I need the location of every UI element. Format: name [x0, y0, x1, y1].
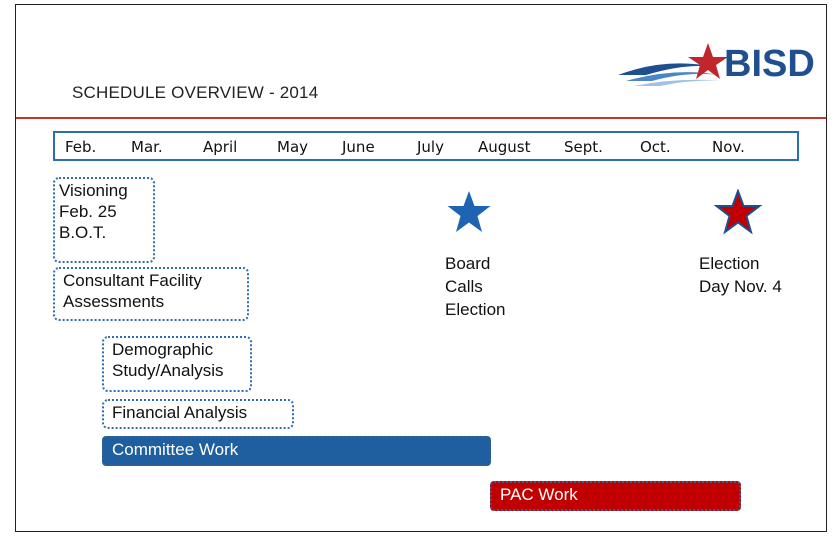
committee-work-bar: Committee Work [102, 436, 491, 466]
board-line: Election [445, 300, 506, 319]
board-line: Calls [445, 277, 483, 296]
month-label: Oct. [640, 138, 671, 156]
election-day-milestone: Election Day Nov. 4 [699, 188, 782, 298]
logo-text: BISD [724, 43, 815, 85]
consultant-assessment-box: Consultant Facility Assessments [53, 267, 249, 321]
financial-analysis-box: Financial Analysis [102, 399, 294, 429]
pac-work-bar: PAC Work [490, 481, 741, 511]
page-title: SCHEDULE OVERVIEW - 2014 [72, 83, 319, 102]
bisd-logo: BISD [616, 31, 816, 87]
visioning-box: Visioning Feb. 25 B.O.T. [53, 177, 155, 263]
month-label: Mar. [131, 138, 163, 156]
demographic-study-box: Demographic Study/Analysis [102, 336, 252, 392]
month-label: Sept. [564, 138, 603, 156]
visioning-line: Visioning [59, 181, 128, 200]
election-line: Day Nov. 4 [699, 277, 782, 296]
visioning-line: Feb. 25 [59, 202, 117, 221]
month-label: Nov. [712, 138, 745, 156]
month-label: Feb. [65, 138, 97, 156]
board-line: Board [445, 254, 491, 273]
consultant-line: Assessments [63, 292, 165, 311]
red-star-icon [713, 188, 763, 235]
committee-work-label: Committee Work [112, 440, 239, 459]
pac-work-label: PAC Work [500, 485, 578, 504]
financial-line: Financial Analysis [112, 403, 248, 422]
month-label: June [342, 138, 375, 156]
visioning-line: B.O.T. [59, 223, 107, 242]
month-label: August [478, 138, 531, 156]
slide: SCHEDULE OVERVIEW - 2014 BISD Feb. Mar. … [15, 4, 827, 532]
month-label: July [417, 138, 444, 156]
month-label: May [277, 138, 309, 156]
election-line: Election [699, 254, 760, 273]
title-divider [16, 117, 826, 119]
demographic-line: Demographic [112, 340, 214, 359]
demographic-line: Study/Analysis [112, 361, 224, 380]
month-label: April [203, 138, 238, 156]
month-timeline: Feb. Mar. April May June July August Sep… [53, 131, 799, 161]
blue-star-icon [447, 191, 491, 232]
consultant-line: Consultant Facility [63, 271, 202, 290]
board-calls-election-milestone: Board Calls Election [445, 189, 505, 321]
